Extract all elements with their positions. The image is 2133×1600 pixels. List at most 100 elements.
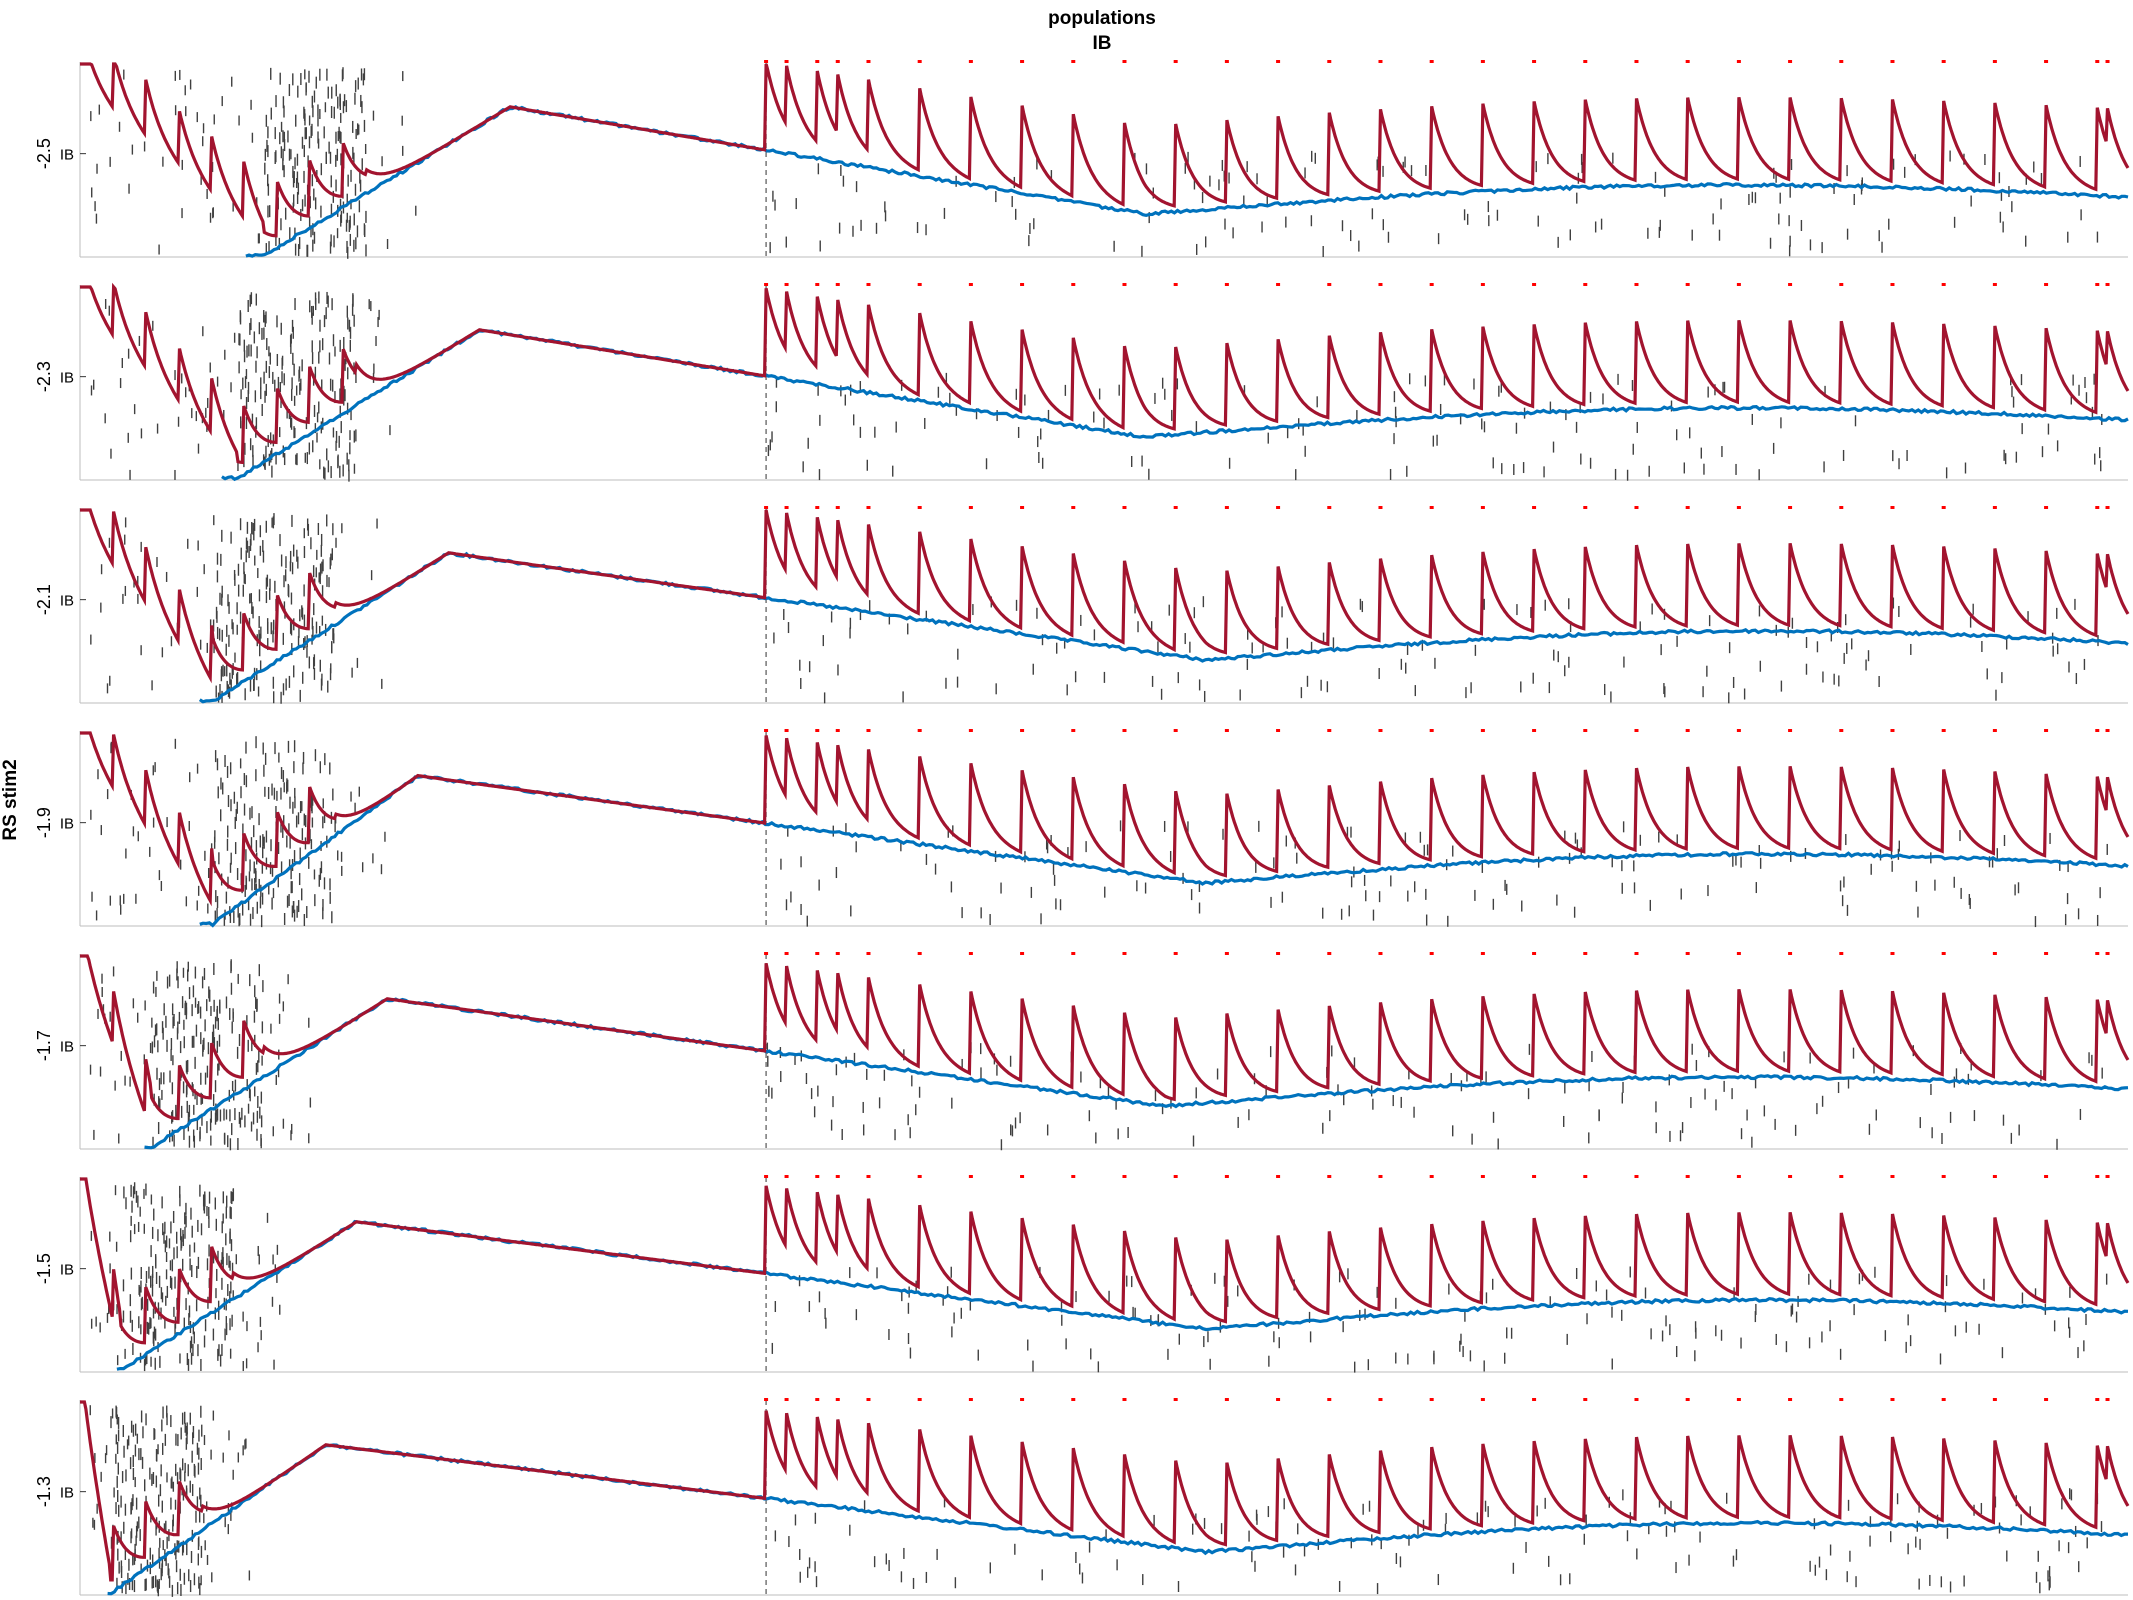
pulse-marker	[1890, 283, 1895, 286]
pulse-marker	[1788, 60, 1793, 63]
panel-2: IB-2.3	[34, 282, 2130, 482]
pulse-marker	[835, 1398, 840, 1401]
pulse-marker	[2095, 952, 2100, 955]
pulse-marker	[1736, 1175, 1741, 1178]
pulse-marker	[1583, 283, 1588, 286]
pulse-marker	[835, 1175, 840, 1178]
raster-group	[89, 1405, 2103, 1597]
pulse-marker	[1327, 952, 1332, 955]
pulse-marker	[1992, 952, 1997, 955]
pulse-marker	[1276, 506, 1281, 509]
pulse-marker	[1224, 729, 1229, 732]
pulse-marker	[1634, 1398, 1639, 1401]
y-tick-label: IB	[60, 593, 74, 610]
slow-trace	[107, 1443, 2128, 1596]
pulse-marker	[1276, 60, 1281, 63]
fast-trace	[80, 1177, 2130, 1345]
pulse-marker	[968, 1175, 973, 1178]
pulse-marker	[1122, 729, 1127, 732]
pulse-marker	[1173, 283, 1178, 286]
pulse-marker	[1634, 952, 1639, 955]
pulse-marker	[1327, 1398, 1332, 1401]
pulse-marker	[1173, 952, 1178, 955]
pulse-marker	[1992, 506, 1997, 509]
pulse-marker	[2095, 506, 2100, 509]
pulse-marker	[866, 729, 871, 732]
pulse-marker	[1020, 1398, 1025, 1401]
pulse-marker	[2044, 729, 2049, 732]
pulse-marker	[1685, 1175, 1690, 1178]
pulse-marker	[1020, 60, 1025, 63]
y-tick-label: IB	[60, 1262, 74, 1279]
pulse-marker	[1685, 729, 1690, 732]
pulse-marker	[2095, 1398, 2100, 1401]
pulse-marker	[1532, 952, 1537, 955]
panel-label: -2.5	[34, 138, 54, 169]
pulse-marker	[917, 1175, 922, 1178]
pulse-marker	[1532, 506, 1537, 509]
y-axis-label: RS stim2	[0, 759, 21, 840]
pulse-marker	[764, 60, 769, 63]
panel-label: -1.3	[34, 1476, 54, 1507]
pulse-marker	[1583, 1398, 1588, 1401]
raster-group	[90, 513, 2099, 704]
pulse-marker	[2044, 1175, 2049, 1178]
pulse-marker	[764, 952, 769, 955]
pulse-marker	[1173, 1398, 1178, 1401]
pulse-marker	[968, 60, 973, 63]
fast-trace	[80, 954, 2130, 1121]
pulse-marker	[1890, 506, 1895, 509]
pulse-marker	[917, 60, 922, 63]
pulse-marker	[1327, 1175, 1332, 1178]
pulse-marker	[1941, 60, 1946, 63]
pulse-marker	[764, 729, 769, 732]
raster-group	[90, 1182, 2108, 1373]
pulse-marker	[1685, 60, 1690, 63]
pulse-marker	[1480, 506, 1485, 509]
pulse-marker	[1480, 1398, 1485, 1401]
panel-4: IB-1.9	[34, 729, 2130, 928]
pulse-marker	[2105, 1175, 2110, 1178]
pulse-marker	[1224, 1398, 1229, 1401]
pulse-marker	[1583, 60, 1588, 63]
pulse-marker	[1634, 1175, 1639, 1178]
pulse-marker	[866, 1175, 871, 1178]
y-tick-label: IB	[60, 147, 74, 164]
panel-label: -1.7	[34, 1030, 54, 1061]
pulse-marker	[2105, 506, 2110, 509]
pulse-marker	[1941, 283, 1946, 286]
pulse-marker	[1788, 952, 1793, 955]
pulse-marker	[1429, 506, 1434, 509]
pulse-marker	[968, 1398, 973, 1401]
pulse-marker	[784, 283, 789, 286]
pulse-marker	[1634, 60, 1639, 63]
pulse-marker	[917, 1398, 922, 1401]
pulse-marker	[1020, 1175, 1025, 1178]
slow-trace	[245, 105, 2129, 258]
pulse-marker	[1071, 1398, 1076, 1401]
pulse-marker	[764, 506, 769, 509]
pulse-marker	[1839, 60, 1844, 63]
pulse-marker	[2044, 1398, 2049, 1401]
pulse-marker	[1532, 729, 1537, 732]
pulse-marker	[1071, 952, 1076, 955]
raster-group	[89, 959, 2103, 1151]
pulse-marker	[1941, 506, 1946, 509]
pulse-marker	[1429, 1398, 1434, 1401]
pulse-marker	[1122, 283, 1127, 286]
panel-label: -1.5	[34, 1253, 54, 1284]
pulse-marker	[866, 60, 871, 63]
pulse-marker	[1378, 60, 1383, 63]
pulse-marker	[1685, 283, 1690, 286]
pulse-marker	[784, 60, 789, 63]
pulse-marker	[1378, 729, 1383, 732]
pulse-marker	[1583, 952, 1588, 955]
pulse-marker	[1224, 506, 1229, 509]
pulse-marker	[1122, 1398, 1127, 1401]
pulse-marker	[1890, 1398, 1895, 1401]
pulse-marker	[1532, 283, 1537, 286]
pulse-marker	[1839, 952, 1844, 955]
panels-container: IB-2.5IB-2.3IB-2.1IB-1.9IB-1.7IB-1.5IB-1…	[34, 60, 2130, 1597]
panel-7: IB-1.3	[34, 1398, 2130, 1597]
